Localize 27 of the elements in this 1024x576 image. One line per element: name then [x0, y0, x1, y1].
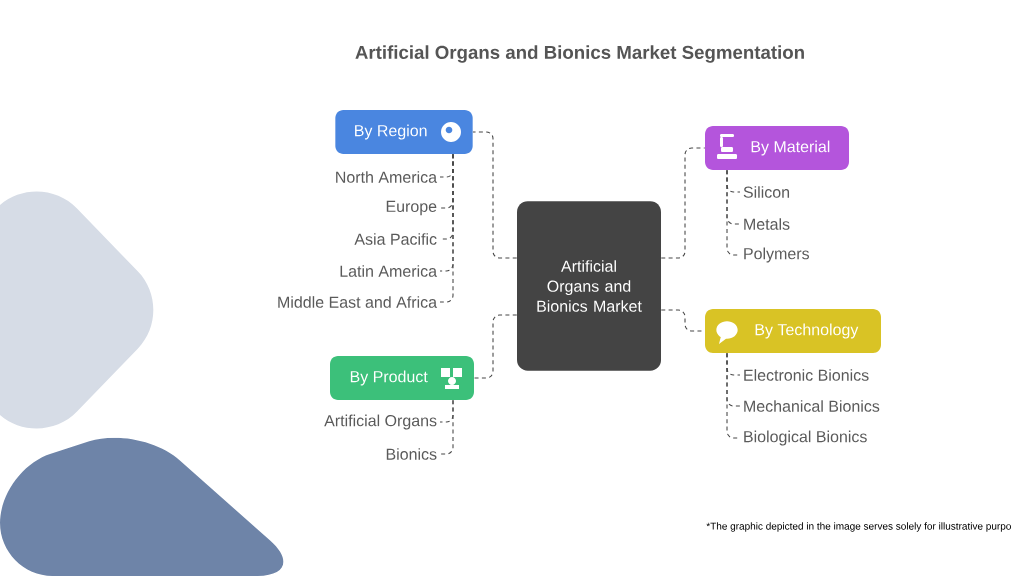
- segment-label: Silicon: [743, 186, 790, 198]
- segment-label: Bionics: [386, 448, 437, 460]
- segment-label: Biological Bionics: [744, 430, 867, 446]
- title: Artificial Organs and Bionics Market Segmentation: [355, 45, 804, 63]
- category-box: By Region: [335, 110, 473, 154]
- footnote: *The graphic depicted in the image serves solely for illustrative purpo: [706, 522, 1011, 532]
- connector: [726, 352, 741, 439]
- center-box: Artificial Organs and Bionics Market: [517, 201, 661, 371]
- segment-label: North America: [336, 171, 438, 183]
- connector: [660, 147, 706, 259]
- segment-label: Mechanical Bionics: [744, 400, 880, 412]
- segment-label: Artificial Organs: [324, 414, 437, 430]
- segment-label: Europe: [386, 200, 437, 216]
- segment-label: Middle East and Africa: [278, 296, 438, 308]
- connector: [439, 153, 454, 303]
- category-box: By Technology: [705, 309, 881, 353]
- connector: [726, 169, 741, 256]
- connector: [473, 314, 518, 379]
- connector: [439, 399, 454, 455]
- connector: [472, 131, 518, 259]
- segment-label: Metals: [744, 218, 790, 230]
- segment-label: Polymers: [744, 247, 810, 263]
- segment-label: Latin America: [340, 265, 438, 277]
- segment-label: Electronic Bionics: [744, 369, 869, 381]
- category-box: By Product: [330, 356, 474, 400]
- category-box: By Material: [705, 126, 849, 170]
- segment-label: Asia Pacific: [354, 233, 437, 245]
